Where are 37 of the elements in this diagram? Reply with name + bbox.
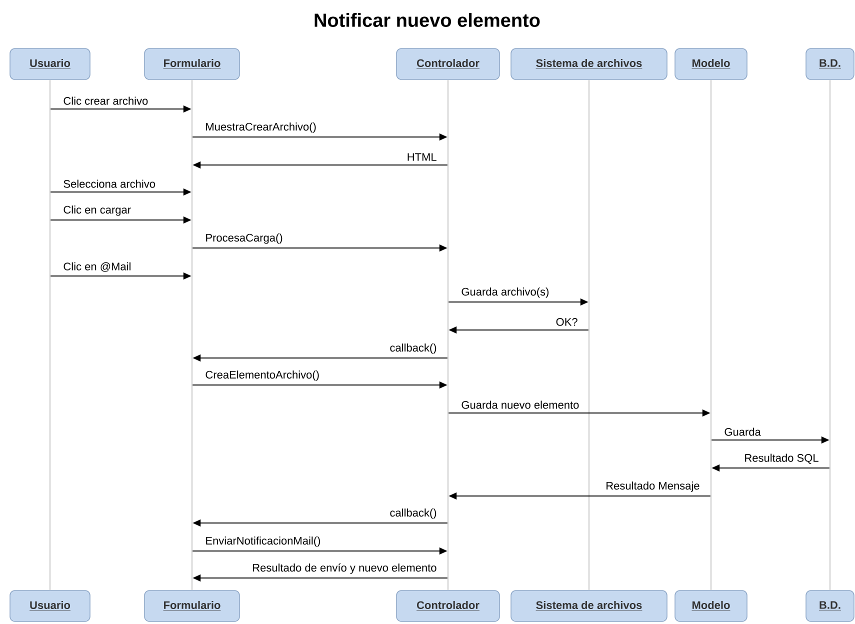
lifeline	[588, 80, 590, 590]
participant-box: Formulario	[144, 590, 240, 622]
message-label: callback()	[390, 508, 436, 519]
participant-box: Formulario	[144, 48, 240, 80]
diagram-title: Notificar nuevo elemento	[314, 13, 540, 27]
message-label: Clic crear archivo	[64, 96, 148, 105]
message-label: ProcesaCarga()	[206, 234, 282, 244]
participant-box: Usuario	[10, 48, 90, 80]
participant-box: Controlador	[396, 590, 500, 622]
message-label: Guarda nuevo elemento	[462, 400, 579, 409]
lifeline	[447, 80, 449, 590]
lifeline	[191, 80, 193, 590]
message-label: EnviarNotificacionMail()	[206, 536, 320, 547]
message-label: Clic en @Mail	[64, 262, 130, 272]
message-label: callback()	[390, 344, 436, 354]
message-label: Resultado Mensaje	[606, 482, 700, 492]
participant-box: B.D.	[806, 48, 854, 80]
lifeline	[829, 80, 831, 590]
message-label: MuestraCrearArchivo()	[206, 122, 316, 133]
participant-box: Controlador	[396, 48, 500, 80]
lifeline	[710, 80, 712, 590]
participant-box: Usuario	[10, 590, 90, 622]
message-label: Resultado de envío y nuevo elemento	[253, 563, 436, 574]
message-label: OK?	[556, 318, 578, 326]
participant-box: Modelo	[674, 48, 748, 80]
participant-box: Modelo	[674, 590, 748, 622]
message-label: CreaElementoArchivo()	[206, 370, 319, 381]
message-label: Selecciona archivo	[64, 180, 156, 188]
message-label: HTML	[408, 153, 436, 161]
message-label: Guarda	[724, 428, 761, 436]
participant-box: Sistema de archivos	[510, 590, 668, 622]
message-label: Resultado SQL	[745, 454, 818, 464]
message-label: Guarda archivo(s)	[462, 288, 549, 298]
message-label: Clic en cargar	[64, 206, 131, 216]
lifeline	[49, 80, 51, 590]
participant-box: Sistema de archivos	[510, 48, 668, 80]
participant-box: B.D.	[806, 590, 854, 622]
